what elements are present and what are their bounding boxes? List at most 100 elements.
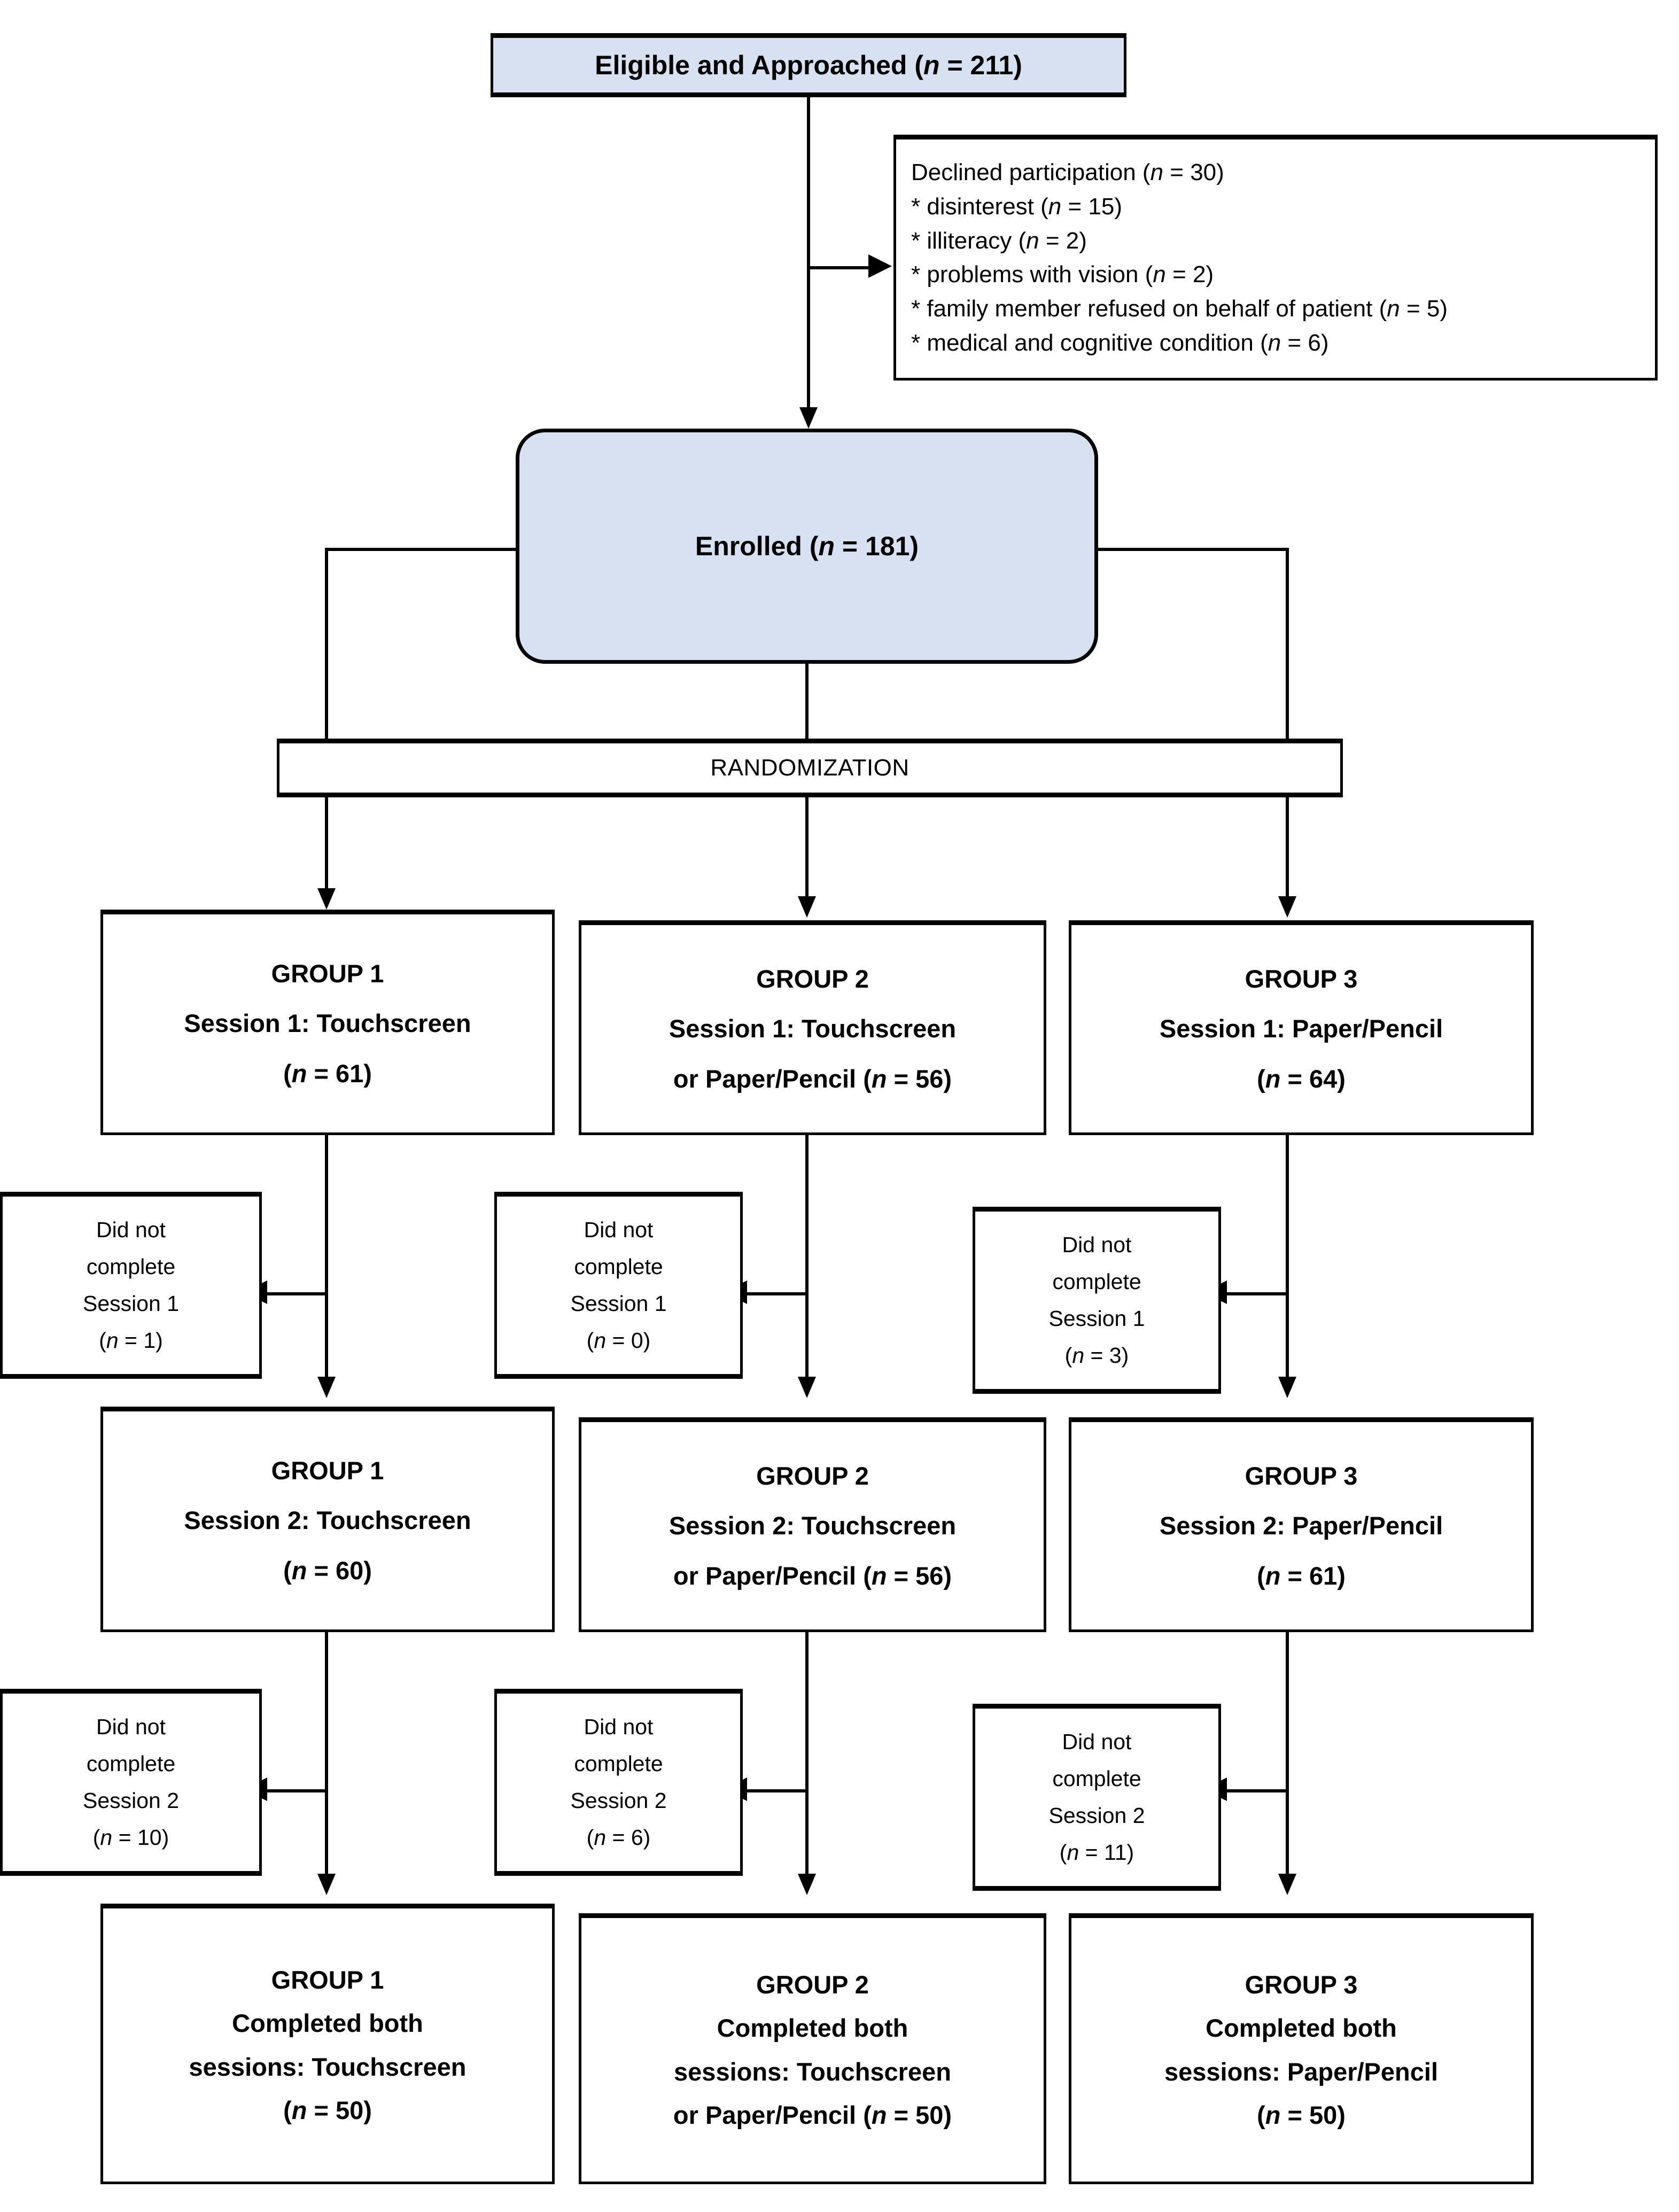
group2-session2-title: GROUP 2 (756, 1461, 869, 1490)
group3-session1-title: GROUP 3 (1245, 964, 1358, 993)
arrowhead-rand-to-group1 (317, 888, 336, 910)
dropout-s2-g3-line2: complete (1052, 1766, 1141, 1791)
group1-completed-box: GROUP 1 Completed both sessions: Touchsc… (100, 1904, 555, 2184)
dropout-s1-g3-line2: complete (1052, 1269, 1141, 1294)
group3-session2-n: (n = 61) (1257, 1561, 1346, 1590)
dropout-s1-g3-line3: Session 1 (1048, 1306, 1145, 1331)
group2-completed-line3: sessions: Touchscreen (674, 2057, 951, 2086)
dropout-session2-group3-box: Did not complete Session 2 (n = 11) (973, 1704, 1221, 1891)
dropout-s2-g2-line2: complete (574, 1751, 663, 1776)
arrowhead-group2-s2-to-final (798, 1874, 816, 1895)
group2-session1-box: GROUP 2 Session 1: Touchscreen or Paper/… (579, 920, 1046, 1135)
dropout-s2-g1-line2: complete (86, 1751, 176, 1776)
randomization-bar: RANDOMIZATION (277, 739, 1343, 797)
connector-enrolled-right (1097, 548, 1289, 551)
group2-session2-detail2: or Paper/Pencil (n = 56) (673, 1561, 952, 1590)
connector-group3-dropout1 (1227, 1292, 1287, 1295)
group1-session2-box: GROUP 1 Session 2: Touchscreen (n = 60) (100, 1407, 555, 1632)
group1-session1-title: GROUP 1 (271, 959, 384, 988)
dropout-s1-g1-line3: Session 1 (82, 1291, 180, 1316)
connector-eligible-to-enrolled (807, 97, 810, 424)
group3-session1-box: GROUP 3 Session 1: Paper/Pencil (n = 64) (1069, 920, 1534, 1135)
group1-session1-detail: Session 1: Touchscreen (184, 1009, 471, 1038)
eligible-approached-label: Eligible and Approached (n = 211) (595, 50, 1022, 80)
dropout-s2-g3-line4: (n = 11) (1059, 1840, 1134, 1865)
dropout-s2-g1-line1: Did not (96, 1714, 166, 1739)
connector-group3-dropout2 (1227, 1789, 1287, 1792)
dropout-s2-g3-line1: Did not (1062, 1729, 1132, 1754)
group3-completed-line4: (n = 50) (1257, 2100, 1346, 2129)
connector-group1-s1-to-s2 (325, 1135, 328, 1387)
arrowhead-group3-s2-to-final (1278, 1874, 1296, 1895)
randomization-label: RANDOMIZATION (710, 754, 910, 781)
arrowhead-group2-s1-to-s2 (798, 1377, 816, 1398)
connector-to-declined (807, 266, 868, 269)
connector-group3-s2-to-final (1286, 1632, 1289, 1884)
connector-enrolled-center-down (805, 662, 809, 739)
connector-enrolled-right-down (1286, 548, 1289, 739)
dropout-s2-g3-line3: Session 2 (1048, 1803, 1145, 1828)
connector-rand-to-group1 (325, 797, 328, 899)
connector-rand-to-group2 (805, 797, 809, 907)
dropout-s2-g2-line1: Did not (584, 1714, 654, 1739)
dropout-s1-g2-line4: (n = 0) (586, 1328, 651, 1353)
arrowhead-group1-s2-to-final (317, 1874, 336, 1895)
declined-line-1: * disinterest (n = 15) (911, 193, 1122, 220)
declined-line-5: * medical and cognitive condition (n = 6… (911, 329, 1329, 356)
dropout-s1-g1-line2: complete (86, 1254, 176, 1279)
declined-line-4: * family member refused on behalf of pat… (911, 296, 1448, 322)
connector-enrolled-left (325, 548, 517, 551)
group1-session2-title: GROUP 1 (271, 1456, 384, 1485)
declined-line-0: Declined participation (n = 30) (911, 159, 1224, 185)
group1-session2-detail: Session 2: Touchscreen (184, 1506, 471, 1535)
group3-session2-title: GROUP 3 (1245, 1461, 1358, 1490)
dropout-session1-group1-box: Did not complete Session 1 (n = 1) (0, 1192, 262, 1379)
group2-session2-box: GROUP 2 Session 2: Touchscreen or Paper/… (579, 1417, 1046, 1632)
dropout-s2-g1-line3: Session 2 (82, 1788, 180, 1813)
arrowhead-rand-to-group3 (1278, 896, 1296, 918)
group2-session1-detail: Session 1: Touchscreen (669, 1014, 957, 1043)
dropout-s1-g2-line1: Did not (584, 1217, 654, 1242)
arrowhead-eligible-to-enrolled (799, 407, 818, 429)
dropout-s1-g3-line4: (n = 3) (1064, 1343, 1129, 1368)
group2-session2-detail: Session 2: Touchscreen (669, 1511, 957, 1540)
connector-group2-s1-to-s2 (805, 1135, 809, 1387)
connector-group2-s2-to-final (805, 1632, 809, 1884)
dropout-s1-g2-line3: Session 1 (570, 1291, 667, 1316)
group2-completed-title: GROUP 2 (756, 1970, 869, 1999)
group1-completed-line3: sessions: Touchscreen (189, 2052, 467, 2081)
dropout-s2-g2-line3: Session 2 (570, 1788, 667, 1813)
connector-group2-dropout1 (747, 1292, 807, 1295)
group2-completed-line4: or Paper/Pencil (n = 50) (673, 2100, 952, 2129)
group3-session1-n: (n = 64) (1257, 1064, 1346, 1093)
connector-group1-dropout1 (267, 1292, 327, 1295)
arrowhead-to-declined (868, 254, 892, 278)
arrowhead-group3-s1-to-s2 (1278, 1377, 1296, 1398)
group1-session1-box: GROUP 1 Session 1: Touchscreen (n = 61) (100, 910, 555, 1135)
group1-completed-line4: (n = 50) (283, 2095, 372, 2124)
dropout-s1-g1-line4: (n = 1) (99, 1328, 163, 1353)
group1-session2-n: (n = 60) (283, 1556, 372, 1585)
group3-session1-detail: Session 1: Paper/Pencil (1159, 1014, 1443, 1043)
group3-session2-box: GROUP 3 Session 2: Paper/Pencil (n = 61) (1069, 1417, 1534, 1632)
group1-completed-line2: Completed both (232, 2009, 423, 2038)
connector-group1-dropout2 (267, 1789, 327, 1792)
declined-line-2: * illiteracy (n = 2) (911, 227, 1087, 254)
dropout-s1-g3-line1: Did not (1062, 1232, 1132, 1257)
group2-completed-line2: Completed both (717, 2014, 908, 2043)
eligible-approached-box: Eligible and Approached (n = 211) (491, 33, 1126, 97)
dropout-session2-group2-box: Did not complete Session 2 (n = 6) (494, 1689, 743, 1876)
group3-completed-title: GROUP 3 (1245, 1970, 1358, 1999)
connector-group3-s1-to-s2 (1286, 1135, 1289, 1387)
group2-session1-detail2: or Paper/Pencil (n = 56) (673, 1064, 952, 1093)
dropout-session1-group2-box: Did not complete Session 1 (n = 0) (494, 1192, 743, 1379)
declined-line-3: * problems with vision (n = 2) (911, 261, 1214, 288)
dropout-s2-g2-line4: (n = 6) (586, 1825, 651, 1850)
group3-completed-box: GROUP 3 Completed both sessions: Paper/P… (1069, 1913, 1534, 2184)
connector-group1-s2-to-final (325, 1632, 328, 1884)
group1-session1-n: (n = 61) (283, 1059, 372, 1088)
arrowhead-rand-to-group2 (798, 896, 816, 918)
dropout-s2-g1-line4: (n = 10) (92, 1825, 169, 1850)
dropout-s1-g1-line1: Did not (96, 1217, 166, 1242)
